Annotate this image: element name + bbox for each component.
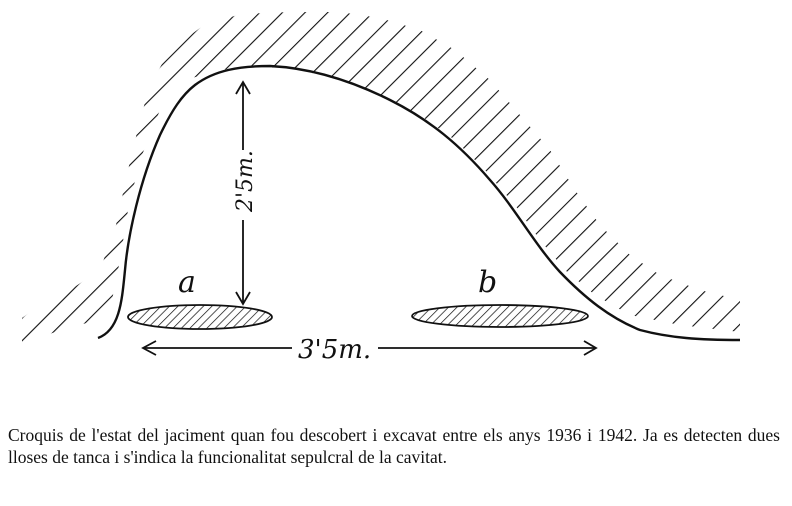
cave-profile-line	[97, 64, 741, 342]
width-label: 3'5m.	[298, 335, 371, 365]
caption-text: Croquis de l'estat del jaciment quan fou…	[8, 425, 780, 467]
slab-b-label: b	[478, 265, 497, 300]
width-dimension: 3'5m.	[141, 335, 598, 365]
height-dimension: 2'5m.	[228, 80, 258, 306]
cave-cross-section-sketch: 2'5m. a b 3'5m.	[22, 12, 741, 365]
slab-a	[127, 304, 273, 330]
slab-b	[411, 304, 589, 328]
slab-a-label: a	[178, 265, 196, 300]
rock-hatching	[22, 12, 740, 345]
figure-caption: Croquis de l'estat del jaciment quan fou…	[8, 424, 780, 468]
height-label: 2'5m.	[233, 150, 258, 213]
